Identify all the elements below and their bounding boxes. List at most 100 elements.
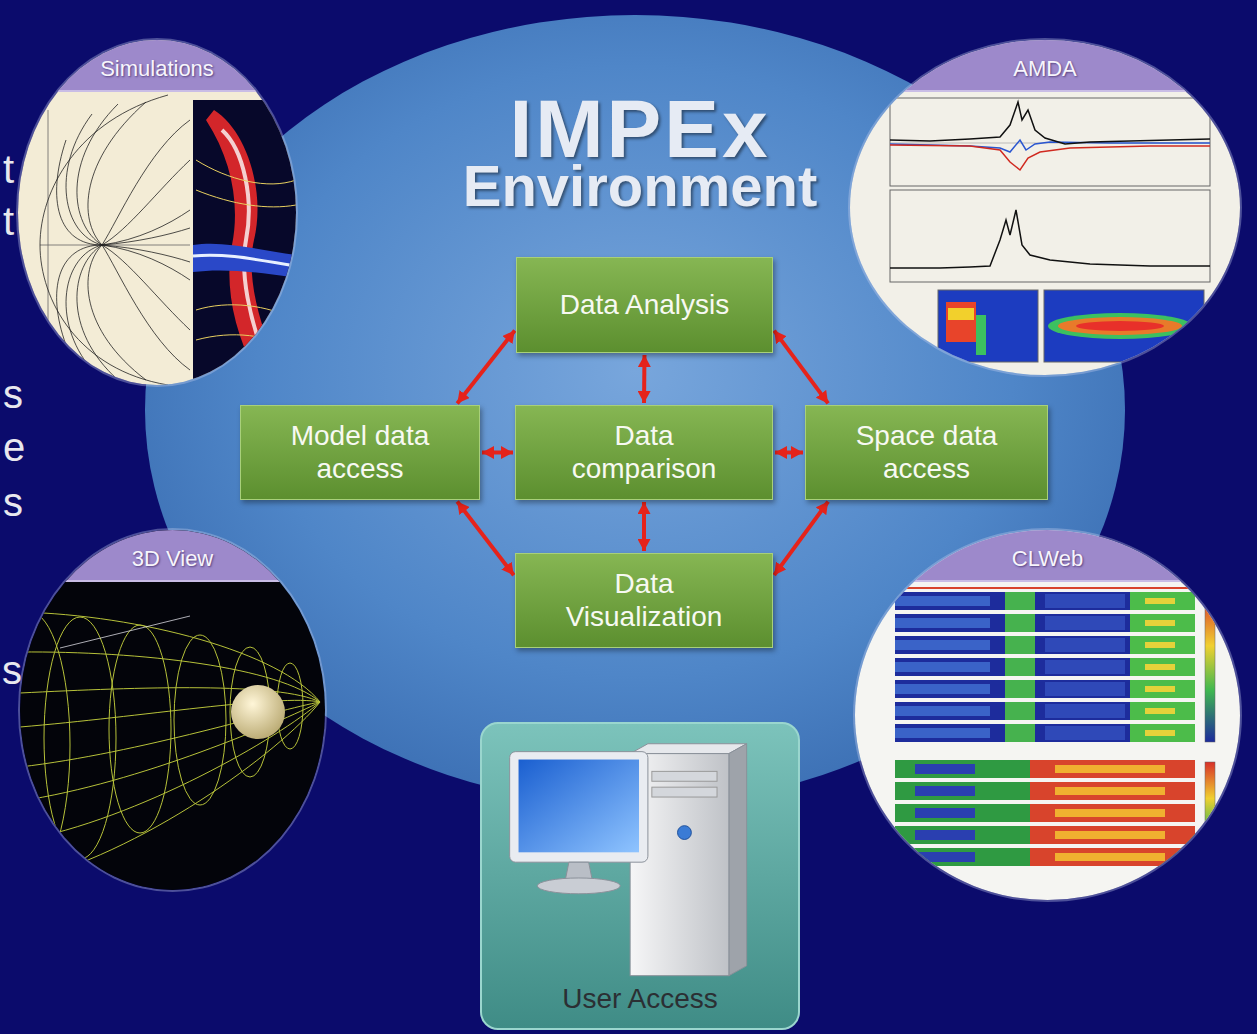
art-shape xyxy=(57,140,102,245)
art-shape xyxy=(174,635,226,805)
badge-header: CLWeb xyxy=(855,530,1240,582)
process-box: Model data access xyxy=(240,405,480,500)
art-shape xyxy=(77,104,118,245)
spectrogram-plot xyxy=(855,530,1240,900)
double-arrow xyxy=(642,502,646,551)
art-shape xyxy=(88,102,146,245)
slide-text-fragment: t xyxy=(3,149,14,189)
process-label: Data Visualization xyxy=(552,568,737,632)
tool-badge: 3D View xyxy=(20,530,325,890)
art-shape xyxy=(20,612,320,702)
art-shape xyxy=(20,612,70,878)
art-shape xyxy=(196,190,296,207)
art-shape xyxy=(895,804,1195,822)
process-box: Data Visualization xyxy=(515,553,773,648)
badge-label: 3D View xyxy=(132,546,214,572)
art-shape xyxy=(895,680,1195,698)
art-shape xyxy=(537,878,620,894)
art-shape xyxy=(895,826,1195,844)
slide-text-fragment: s xyxy=(2,650,22,690)
art-shape xyxy=(77,245,118,380)
art-shape xyxy=(40,110,190,375)
art-shape xyxy=(895,587,1195,589)
art-shape xyxy=(890,98,1210,186)
art-shape xyxy=(18,40,296,385)
process-box: Data Analysis xyxy=(516,257,773,353)
art-shape xyxy=(895,658,1195,676)
art-shape xyxy=(20,530,325,890)
art-shape xyxy=(40,95,190,385)
art-shape xyxy=(1058,317,1182,335)
tool-badge: CLWeb xyxy=(855,530,1240,900)
process-box: Data comparison xyxy=(515,405,773,500)
title-block: IMPExEnvironment xyxy=(440,94,840,208)
badge-label: CLWeb xyxy=(1012,546,1083,572)
art-shape xyxy=(102,160,190,245)
process-label: Data comparison xyxy=(554,420,734,484)
slide-text-fragment: s xyxy=(3,482,23,522)
art-shape xyxy=(44,617,116,859)
3d-mesh-view xyxy=(20,530,325,890)
slide-text-fragment-holder: s xyxy=(2,650,22,690)
art-shape xyxy=(652,787,717,797)
badge-header: Simulations xyxy=(18,40,296,92)
process-label: Data Analysis xyxy=(560,289,730,321)
tool-badge: Simulations xyxy=(18,40,296,385)
slide-text-fragment: s xyxy=(3,374,23,414)
art-shape xyxy=(519,760,639,853)
process-box: Space data access xyxy=(805,405,1048,500)
slide-text-fragment-holder: t xyxy=(3,149,14,189)
art-shape xyxy=(102,120,190,245)
art-shape xyxy=(102,245,190,280)
art-shape xyxy=(40,95,168,385)
art-shape xyxy=(196,305,296,320)
badge-header: 3D View xyxy=(20,530,325,582)
art-shape xyxy=(102,245,190,330)
art-shape xyxy=(678,826,692,840)
art-shape xyxy=(895,702,1195,720)
art-shape xyxy=(60,616,190,648)
art-shape xyxy=(1205,762,1215,866)
art-shape xyxy=(193,100,296,385)
art-shape xyxy=(976,315,986,355)
process-label: Model data access xyxy=(270,420,450,484)
art-shape xyxy=(1048,313,1192,339)
art-shape xyxy=(231,685,285,739)
art-shape xyxy=(895,724,1195,742)
art-shape xyxy=(57,245,102,345)
title-text: IMPEx xyxy=(440,94,840,164)
art-shape xyxy=(895,760,1195,778)
art-shape xyxy=(890,98,1210,282)
art-shape xyxy=(1044,290,1204,362)
art-shape xyxy=(196,160,296,184)
slide-text-fragment-holder: s xyxy=(3,482,23,522)
art-shape xyxy=(20,612,320,882)
art-shape xyxy=(109,625,171,833)
tool-badge: AMDA xyxy=(850,40,1240,375)
art-shape xyxy=(850,40,1240,375)
art-shape xyxy=(102,245,190,370)
art-shape xyxy=(938,290,1038,362)
art-shape xyxy=(48,110,49,375)
art-shape xyxy=(66,245,102,370)
art-shape xyxy=(946,302,976,342)
process-label: Space data access xyxy=(837,420,1017,484)
double-arrow xyxy=(642,355,646,403)
art-shape xyxy=(88,245,146,380)
art-shape xyxy=(510,752,648,863)
art-shape xyxy=(193,255,296,266)
art-shape xyxy=(1076,321,1164,331)
slide-text-fragment-holder: e xyxy=(3,427,25,467)
art-shape xyxy=(66,114,102,245)
art-shape xyxy=(729,744,747,976)
art-shape xyxy=(895,592,1195,610)
art-shape xyxy=(895,782,1195,800)
badge-header: AMDA xyxy=(850,40,1240,92)
art-shape xyxy=(652,771,717,781)
art-shape xyxy=(855,530,1240,900)
badge-label: Simulations xyxy=(100,56,214,82)
slide-text-fragment: t xyxy=(3,201,14,241)
art-shape xyxy=(890,102,1210,144)
access-label: User Access xyxy=(562,982,718,1016)
